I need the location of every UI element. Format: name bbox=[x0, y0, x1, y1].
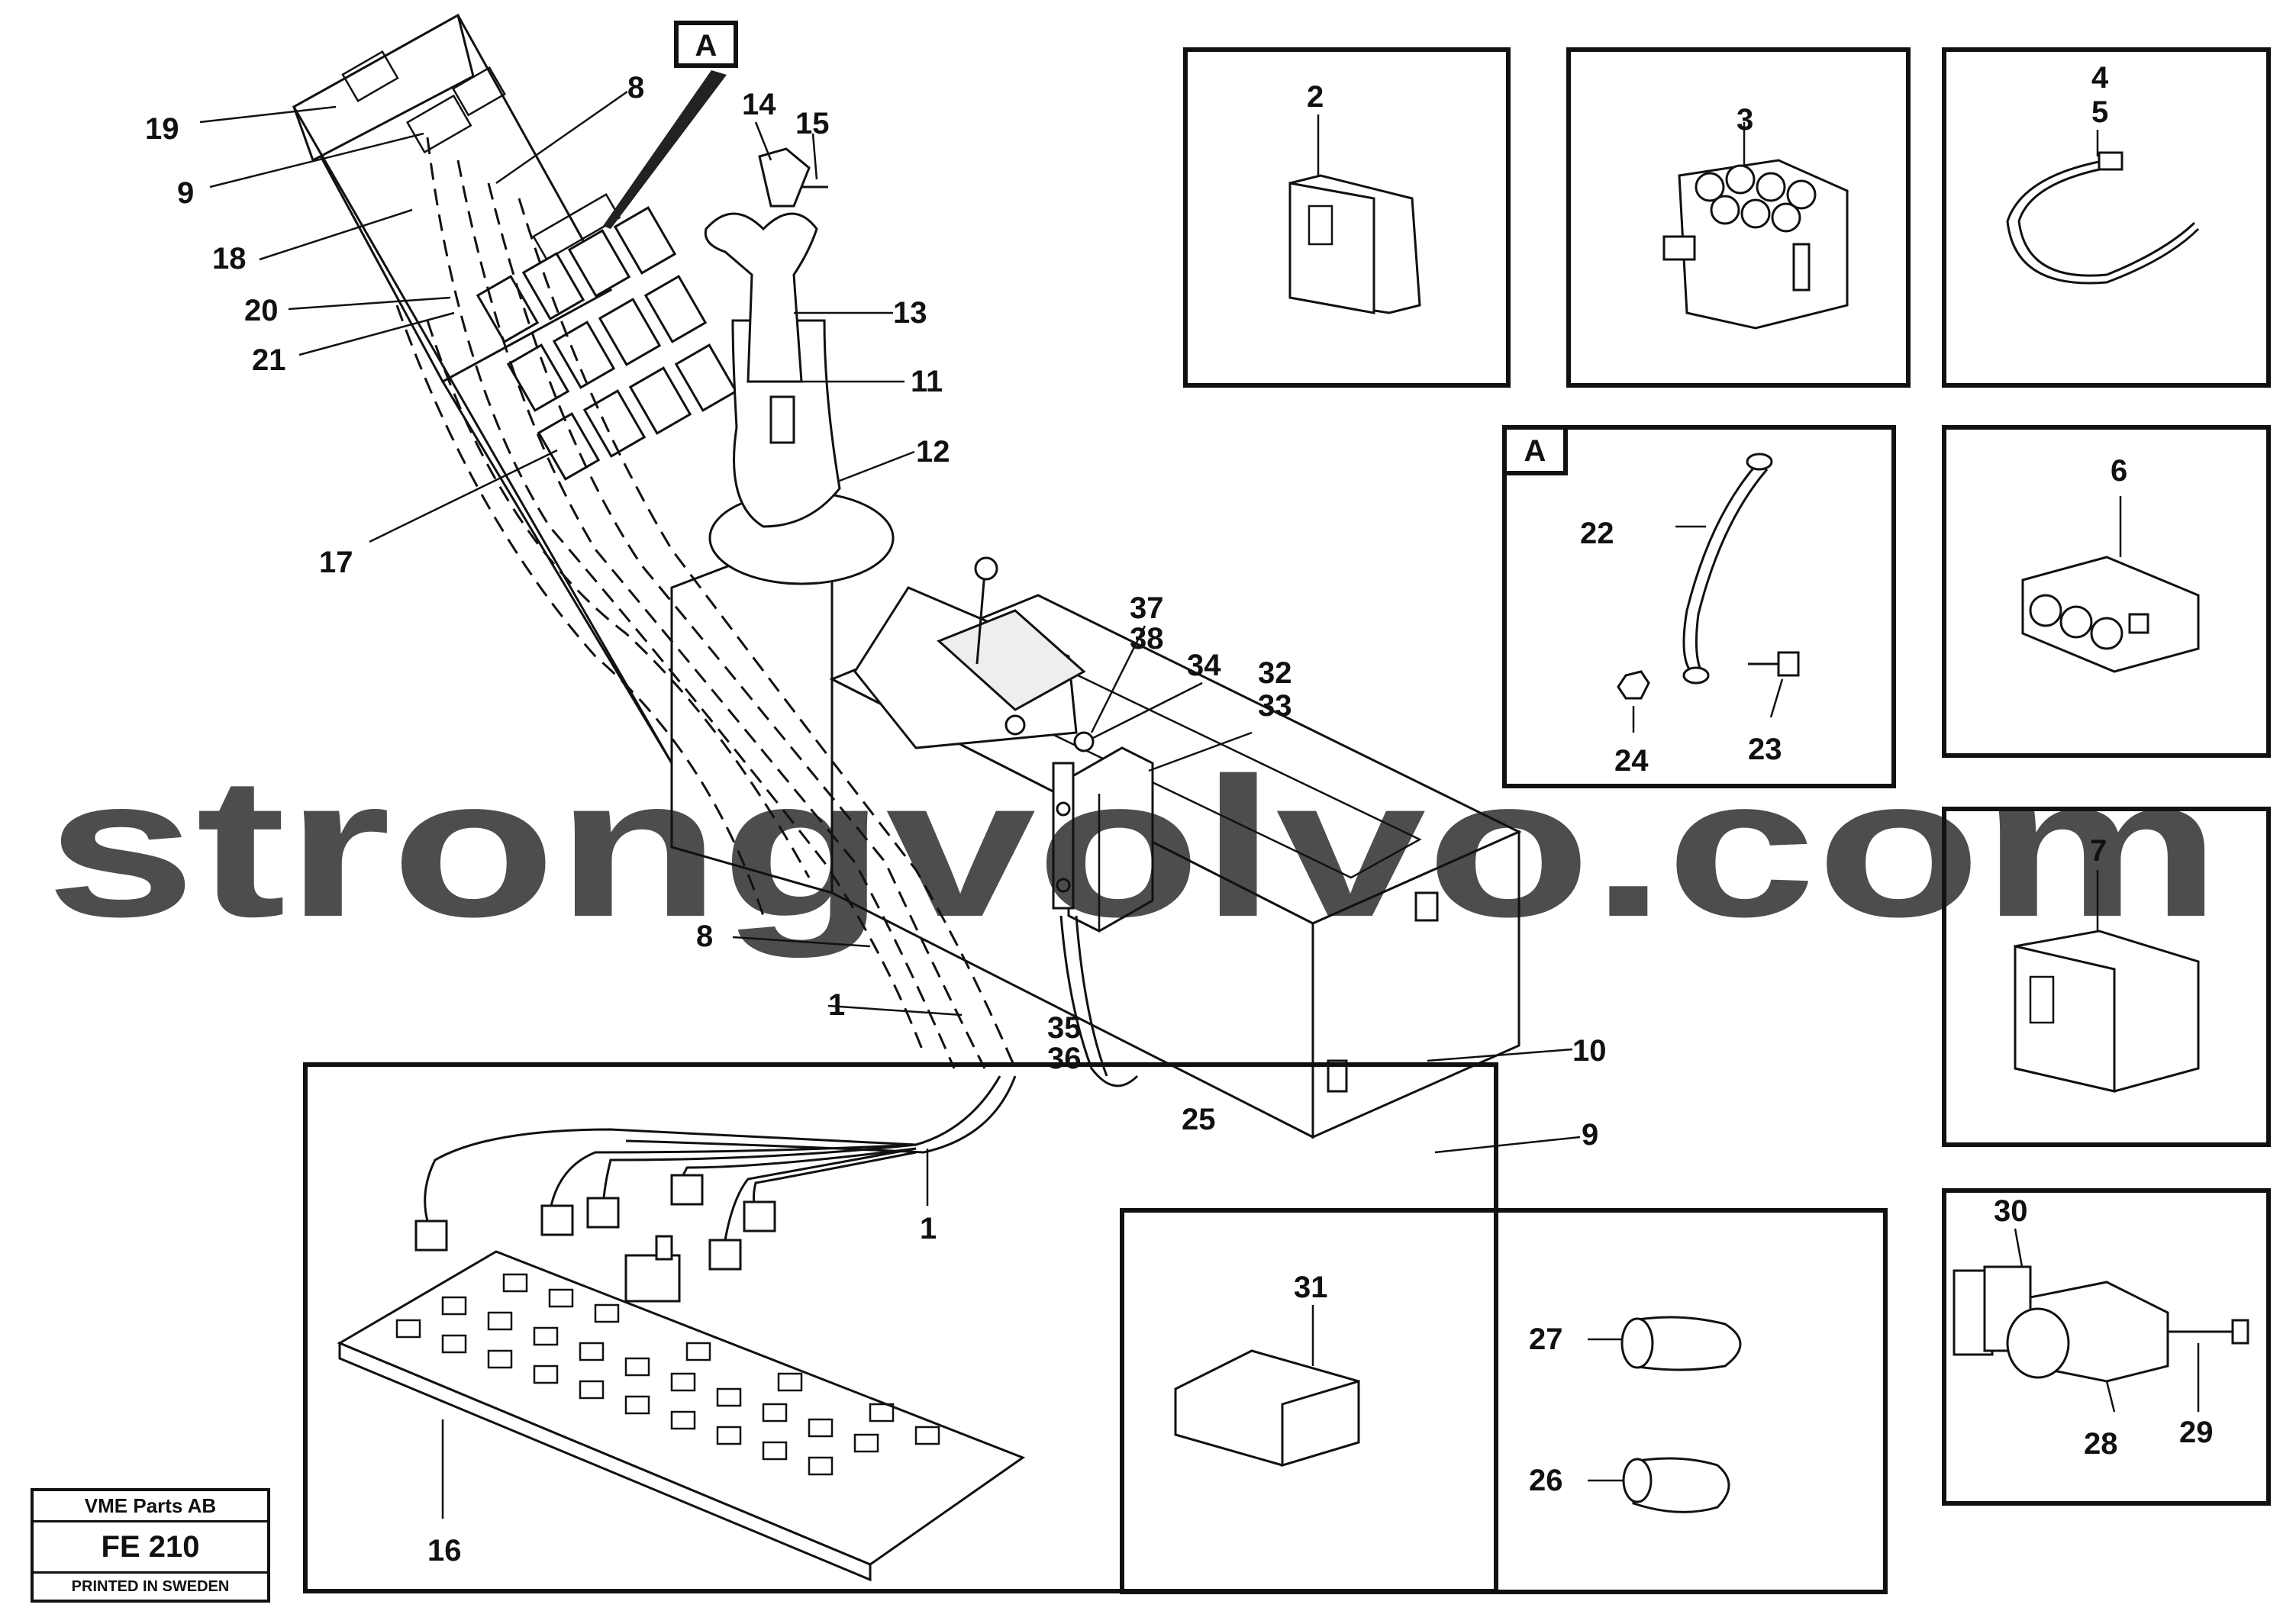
board-components bbox=[395, 1235, 940, 1476]
callout-10: 10 bbox=[1572, 1034, 1607, 1068]
callout-35: 35 bbox=[1047, 1011, 1082, 1045]
callout-34: 34 bbox=[1187, 649, 1221, 682]
callout-labels: 19 9 8 18 20 21 17 14 15 13 11 12 37 38 … bbox=[145, 61, 2214, 1568]
callout-9-top: 9 bbox=[177, 176, 194, 210]
callout-4: 4 bbox=[2091, 61, 2109, 95]
stamp-figure-code: FE 210 bbox=[34, 1522, 267, 1574]
callout-16: 16 bbox=[427, 1534, 462, 1568]
detail-box-4-5 bbox=[1942, 47, 2271, 388]
callout-9-bottom: 9 bbox=[1582, 1118, 1598, 1152]
detail-box-a: A bbox=[1502, 425, 1896, 788]
callout-1-main: 1 bbox=[828, 988, 845, 1022]
detail-box-2 bbox=[1183, 47, 1511, 388]
circuit-board-inset bbox=[303, 1062, 1498, 1593]
detail-box-6 bbox=[1942, 425, 2271, 758]
callout-17: 17 bbox=[319, 546, 353, 579]
detail-box-3 bbox=[1566, 47, 1911, 388]
callout-32: 32 bbox=[1258, 656, 1292, 690]
leader-lines bbox=[199, 90, 1581, 1154]
callout-31: 31 bbox=[1294, 1271, 1328, 1304]
callout-7: 7 bbox=[2090, 834, 2107, 868]
title-stamp: VME Parts AB FE 210 PRINTED IN SWEDEN bbox=[31, 1488, 270, 1603]
joystick-assembly bbox=[704, 147, 895, 585]
callout-12: 12 bbox=[916, 435, 950, 469]
svg-text:A: A bbox=[1524, 434, 1546, 468]
callout-6: 6 bbox=[2111, 454, 2127, 488]
callout-36: 36 bbox=[1047, 1042, 1082, 1075]
detail-box-7 bbox=[1942, 807, 2271, 1147]
callout-23: 23 bbox=[1748, 733, 1782, 766]
callout-8-top: 8 bbox=[627, 71, 644, 105]
callout-2: 2 bbox=[1307, 80, 1324, 114]
callout-14: 14 bbox=[742, 88, 776, 121]
callout-19: 19 bbox=[145, 112, 179, 146]
callout-33: 33 bbox=[1258, 689, 1292, 723]
stamp-company: VME Parts AB bbox=[34, 1491, 267, 1522]
callout-26: 26 bbox=[1529, 1464, 1563, 1497]
callout-38: 38 bbox=[1130, 622, 1164, 656]
callout-29: 29 bbox=[2179, 1416, 2214, 1449]
callout-11: 11 bbox=[911, 365, 943, 398]
callout-25: 25 bbox=[1182, 1103, 1216, 1136]
callout-18: 18 bbox=[212, 242, 247, 275]
watermark-text: strongvolvo.com bbox=[46, 737, 2221, 959]
harness-connectors bbox=[414, 1174, 776, 1271]
detail-box-28-30 bbox=[1942, 1188, 2271, 1506]
detail-marker-a-main: A bbox=[603, 21, 738, 229]
callout-15: 15 bbox=[795, 107, 830, 140]
callout-5: 5 bbox=[2091, 95, 2108, 129]
svg-text:A: A bbox=[695, 29, 718, 63]
detail-box-31-27-26 bbox=[1120, 1208, 1888, 1594]
callout-3: 3 bbox=[1737, 103, 1753, 137]
callout-1-inset: 1 bbox=[920, 1212, 937, 1245]
wiring-harness bbox=[395, 137, 1017, 1069]
callout-28: 28 bbox=[2084, 1427, 2118, 1461]
callout-37: 37 bbox=[1130, 591, 1164, 625]
callout-27: 27 bbox=[1529, 1323, 1563, 1356]
callout-22: 22 bbox=[1580, 517, 1614, 550]
callout-13: 13 bbox=[893, 296, 927, 330]
stamp-printed: PRINTED IN SWEDEN bbox=[71, 1578, 230, 1595]
callout-20: 20 bbox=[244, 294, 279, 327]
callout-21: 21 bbox=[252, 343, 286, 377]
main-console-assembly bbox=[292, 13, 1522, 1139]
callout-8-bottom: 8 bbox=[696, 920, 713, 953]
callout-24: 24 bbox=[1614, 744, 1649, 778]
callout-30: 30 bbox=[1994, 1194, 2028, 1228]
